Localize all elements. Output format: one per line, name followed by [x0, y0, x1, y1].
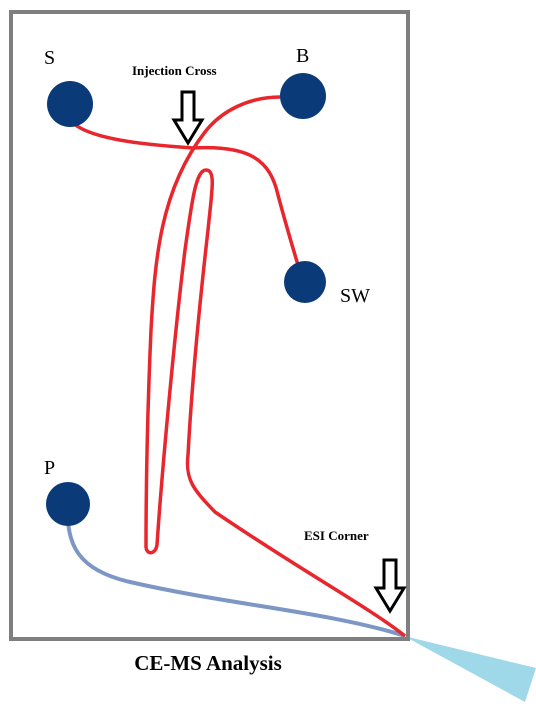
serpentine-turn-channel: [144, 168, 407, 638]
sample-to-cross-channel: [70, 120, 194, 150]
injection-cross-label: Injection Cross: [132, 63, 217, 78]
electrospray-plume: [404, 636, 536, 702]
pump-channel: [65, 504, 406, 638]
buffer-reservoir: [280, 73, 326, 119]
pump-port-label: P: [44, 457, 56, 479]
sample-waste-port-label: SW: [340, 285, 370, 307]
figure-caption: CE-MS Analysis: [134, 651, 282, 675]
injection-cross-arrow-icon: [171, 90, 205, 146]
esi-corner-arrow-icon: [373, 558, 407, 614]
sample-reservoir: [47, 81, 93, 127]
pump-reservoir: [46, 482, 90, 526]
buffer-to-separation-channel: [144, 95, 281, 549]
sample-port-label: S: [44, 47, 56, 69]
esi-corner-label: ESI Corner: [304, 528, 369, 543]
buffer-port-label: B: [296, 45, 310, 67]
cross-to-sample-waste-channel: [192, 145, 300, 266]
sample-waste-reservoir: [284, 261, 326, 303]
chip-border: [9, 10, 410, 641]
